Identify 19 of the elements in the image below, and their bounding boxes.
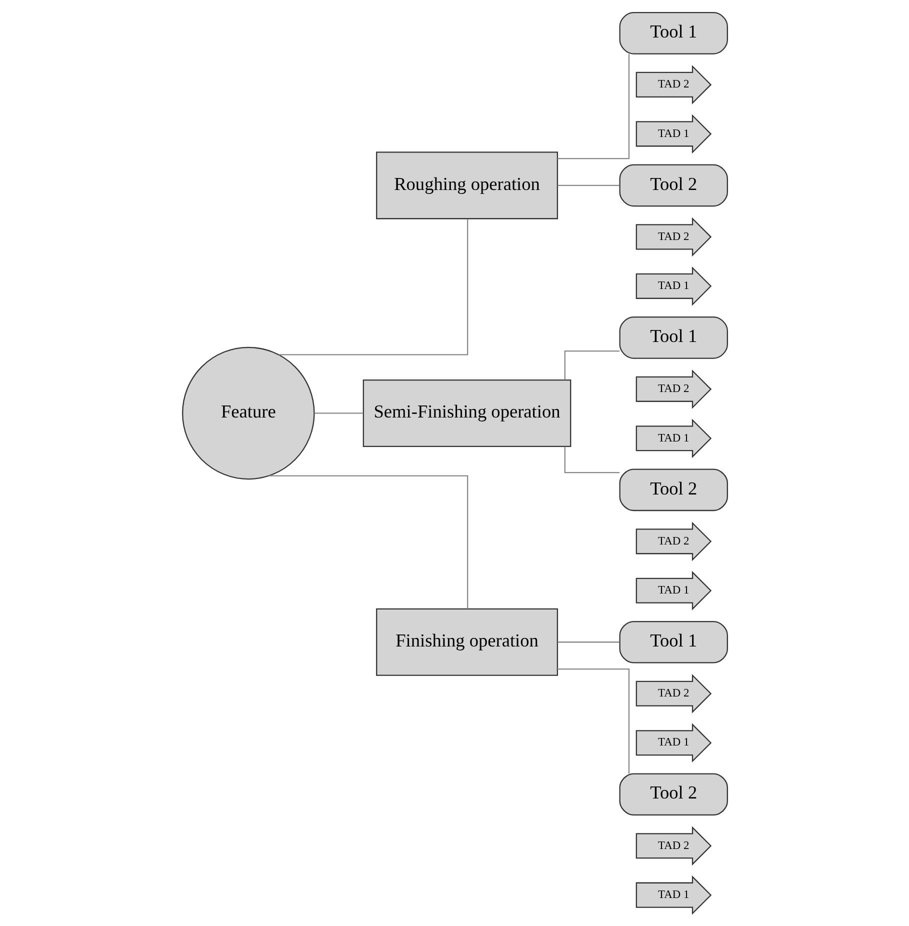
node-box: Tool 2: [618, 164, 728, 207]
connector: [564, 446, 620, 474]
connector: [557, 184, 620, 186]
node-box: Semi-Finishing operation: [362, 379, 571, 447]
node-box: Tool 2: [618, 773, 728, 816]
connector: [278, 218, 468, 356]
connector: [268, 475, 468, 609]
connector: [556, 668, 630, 774]
node-box: Finishing operation: [376, 608, 558, 676]
node-box: Tool 1: [618, 12, 728, 54]
node-box: Tool 1: [618, 620, 728, 664]
connector: [556, 54, 630, 160]
node-box: Roughing operation: [376, 152, 558, 220]
connector: [314, 412, 363, 414]
node-circle: Feature: [182, 346, 314, 480]
connector: [557, 642, 620, 643]
node-box: Tool 1: [618, 316, 728, 359]
connector: [564, 350, 620, 380]
node-box: Tool 2: [618, 468, 728, 512]
